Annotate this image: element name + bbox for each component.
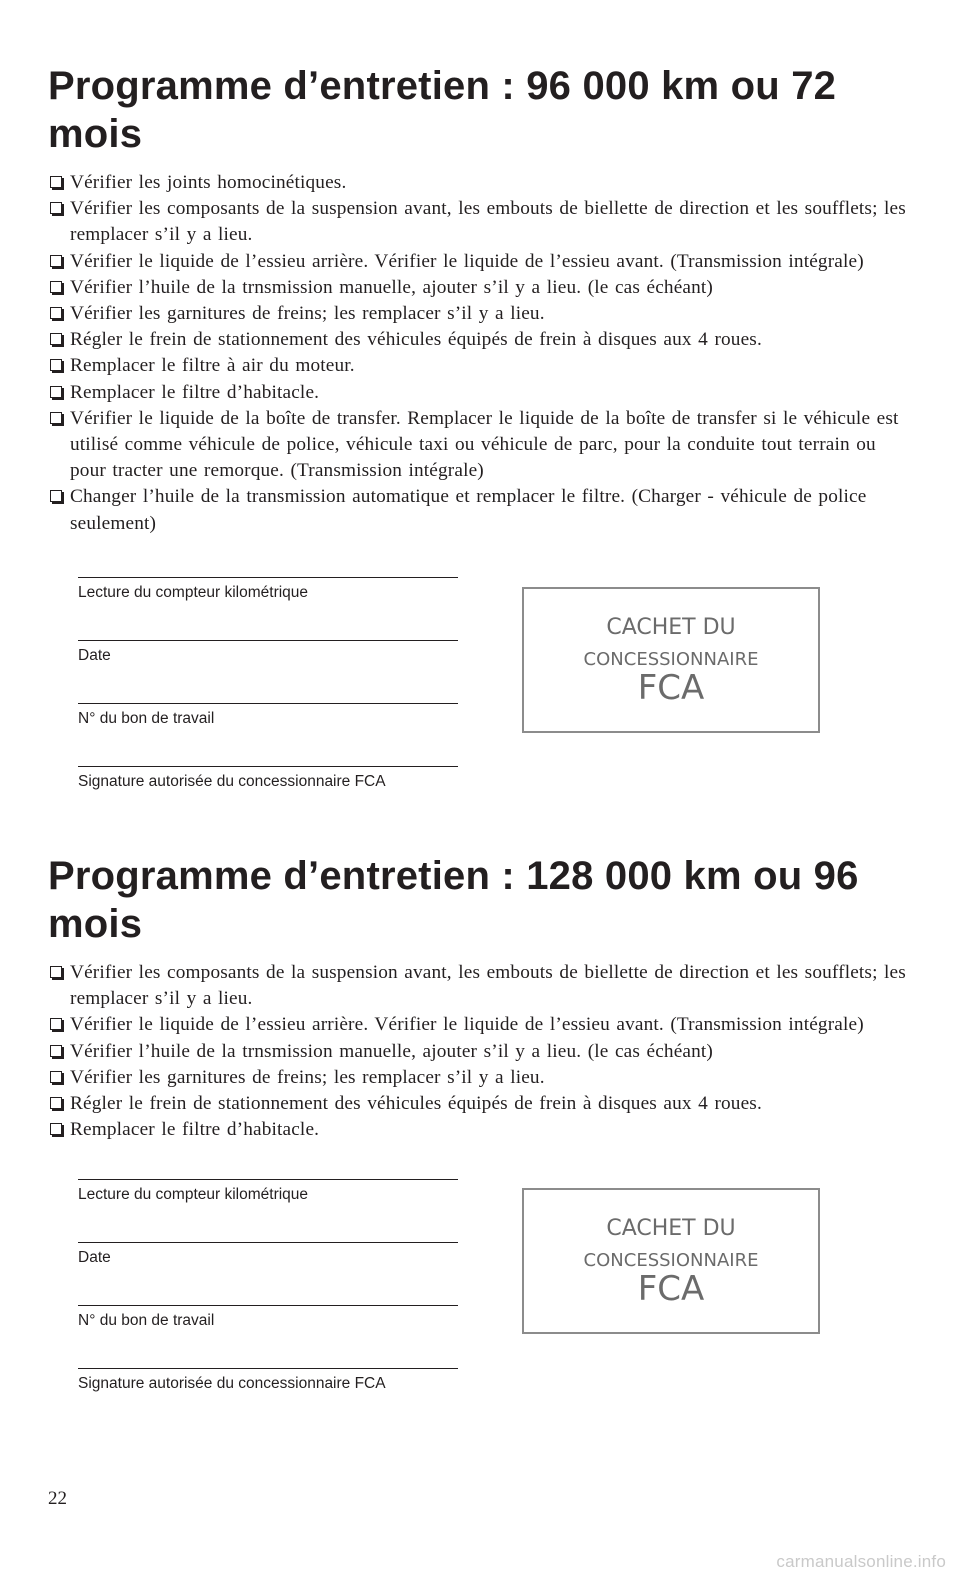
signature-field[interactable]: Signature autorisée du concessionnaire F… bbox=[78, 1368, 458, 1431]
checkbox-icon[interactable] bbox=[50, 202, 64, 217]
task-item: Vérifier les garnitures de freins; les r… bbox=[48, 1065, 918, 1091]
field-label: Signature autorisée du concessionnaire F… bbox=[78, 1375, 386, 1392]
field-label: Date bbox=[78, 647, 111, 664]
field-label: Lecture du compteur kilométrique bbox=[78, 584, 309, 601]
task-item: Vérifier le liquide de la boîte de trans… bbox=[48, 406, 918, 485]
task-item: Vérifier l’huile de la trnsmission manue… bbox=[48, 1039, 918, 1065]
stamp-line-2: CONCESSIONNAIRE bbox=[583, 649, 759, 670]
task-item: Vérifier le liquide de l’essieu arrière.… bbox=[48, 249, 918, 275]
field-label: N° du bon de travail bbox=[78, 1312, 215, 1329]
checkbox-icon[interactable] bbox=[50, 359, 64, 374]
checkbox-icon[interactable] bbox=[50, 411, 64, 426]
dealer-stamp-box: CACHET DU CONCESSIONNAIRE FCA bbox=[522, 1188, 820, 1334]
field-label: Date bbox=[78, 1249, 111, 1266]
field-label: N° du bon de travail bbox=[78, 710, 215, 727]
field-line bbox=[78, 577, 458, 578]
field-line bbox=[78, 1368, 458, 1369]
task-item: Changer l’huile de la transmission autom… bbox=[48, 484, 918, 536]
task-item: Remplacer le filtre d’habitacle. bbox=[48, 380, 918, 406]
stamp-line-1: CACHET DU bbox=[606, 615, 736, 640]
task-item: Vérifier les garnitures de freins; les r… bbox=[48, 301, 918, 327]
task-item: Vérifier les composants de la suspension… bbox=[48, 196, 918, 248]
task-text: Régler le frein de stationnement des véh… bbox=[70, 329, 762, 351]
checkbox-icon[interactable] bbox=[50, 1018, 64, 1033]
odometer-field[interactable]: Lecture du compteur kilométrique bbox=[78, 577, 458, 640]
stamp-line-1: CACHET DU bbox=[606, 1216, 736, 1241]
task-text: Vérifier les joints homocinétiques. bbox=[70, 172, 347, 193]
maintenance-section-128000: Programme d’entretien : 128 000 km ou 96… bbox=[48, 852, 918, 1143]
checkbox-icon[interactable] bbox=[50, 966, 64, 980]
task-text: Vérifier les garnitures de freins; les r… bbox=[70, 303, 545, 325]
field-line bbox=[78, 1179, 458, 1180]
task-text: Vérifier le liquide de l’essieu arrière.… bbox=[70, 1014, 864, 1036]
checkbox-icon[interactable] bbox=[50, 333, 64, 348]
maintenance-section-96000: Programme d’entretien : 96 000 km ou 72 … bbox=[48, 62, 918, 537]
task-text: Régler le frein de stationnement des véh… bbox=[70, 1093, 762, 1115]
page-number: 22 bbox=[48, 1488, 67, 1509]
field-label: Signature autorisée du concessionnaire F… bbox=[78, 773, 386, 790]
field-line bbox=[78, 1242, 458, 1243]
task-text: Remplacer le filtre à air du moteur. bbox=[70, 355, 355, 377]
section-title: Programme d’entretien : 96 000 km ou 72 … bbox=[48, 64, 837, 156]
dealer-stamp-box: CACHET DU CONCESSIONNAIRE FCA bbox=[522, 587, 820, 733]
watermark: carmanualsonline.info bbox=[776, 1552, 946, 1571]
task-text: Vérifier les composants de la suspension… bbox=[70, 198, 906, 246]
task-item: Remplacer le filtre d’habitacle. bbox=[48, 1117, 918, 1143]
task-list: Vérifier les joints homocinétiques. Véri… bbox=[48, 170, 918, 537]
odometer-field[interactable]: Lecture du compteur kilométrique bbox=[78, 1179, 458, 1242]
field-line bbox=[78, 766, 458, 767]
section-title: Programme d’entretien : 128 000 km ou 96… bbox=[48, 854, 859, 946]
checkbox-icon[interactable] bbox=[50, 490, 64, 505]
field-line bbox=[78, 703, 458, 704]
checkbox-icon[interactable] bbox=[50, 280, 64, 295]
task-item: Vérifier le liquide de l’essieu arrière.… bbox=[48, 1012, 918, 1038]
task-item: Régler le frein de stationnement des véh… bbox=[48, 327, 918, 353]
task-text: Vérifier les composants de la suspension… bbox=[70, 962, 906, 1010]
field-line bbox=[78, 640, 458, 641]
checkbox-icon[interactable] bbox=[50, 1097, 64, 1112]
task-text: Vérifier le liquide de la boîte de trans… bbox=[70, 407, 899, 482]
stamp-line-3: FCA bbox=[637, 668, 705, 708]
work-order-field[interactable]: N° du bon de travail bbox=[78, 703, 458, 766]
task-list: Vérifier les composants de la suspension… bbox=[48, 960, 918, 1143]
task-text: Vérifier l’huile de la trnsmission manue… bbox=[70, 1040, 713, 1062]
task-text: Vérifier les garnitures de freins; les r… bbox=[70, 1066, 545, 1088]
task-text: Vérifier l’huile de la trnsmission manue… bbox=[70, 276, 713, 298]
checkbox-icon[interactable] bbox=[50, 176, 64, 190]
task-text: Changer l’huile de la transmission autom… bbox=[70, 486, 867, 534]
checkbox-icon[interactable] bbox=[50, 385, 64, 400]
task-item: Vérifier les joints homocinétiques. bbox=[48, 170, 918, 196]
date-field[interactable]: Date bbox=[78, 640, 458, 703]
date-field[interactable]: Date bbox=[78, 1242, 458, 1305]
signature-field[interactable]: Signature autorisée du concessionnaire F… bbox=[78, 766, 458, 829]
checkbox-icon[interactable] bbox=[50, 307, 64, 322]
field-line bbox=[78, 1305, 458, 1306]
task-text: Remplacer le filtre d’habitacle. bbox=[70, 381, 320, 403]
stamp-line-3: FCA bbox=[637, 1269, 705, 1309]
task-text: Vérifier le liquide de l’essieu arrière.… bbox=[70, 250, 864, 272]
checkbox-icon[interactable] bbox=[50, 254, 64, 269]
task-item: Vérifier les composants de la suspension… bbox=[48, 960, 918, 1012]
dealer-record-fields: Lecture du compteur kilométrique Date N°… bbox=[78, 577, 458, 829]
stamp-line-2: CONCESSIONNAIRE bbox=[583, 1250, 759, 1271]
checkbox-icon[interactable] bbox=[50, 1123, 64, 1138]
task-item: Régler le frein de stationnement des véh… bbox=[48, 1091, 918, 1117]
work-order-field[interactable]: N° du bon de travail bbox=[78, 1305, 458, 1368]
checkbox-icon[interactable] bbox=[50, 1070, 64, 1085]
dealer-record-fields: Lecture du compteur kilométrique Date N°… bbox=[78, 1179, 458, 1431]
task-text: Remplacer le filtre d’habitacle. bbox=[70, 1119, 320, 1141]
checkbox-icon[interactable] bbox=[50, 1044, 64, 1059]
task-item: Remplacer le filtre à air du moteur. bbox=[48, 353, 918, 379]
task-item: Vérifier l’huile de la trnsmission manue… bbox=[48, 275, 918, 301]
field-label: Lecture du compteur kilométrique bbox=[78, 1186, 309, 1203]
